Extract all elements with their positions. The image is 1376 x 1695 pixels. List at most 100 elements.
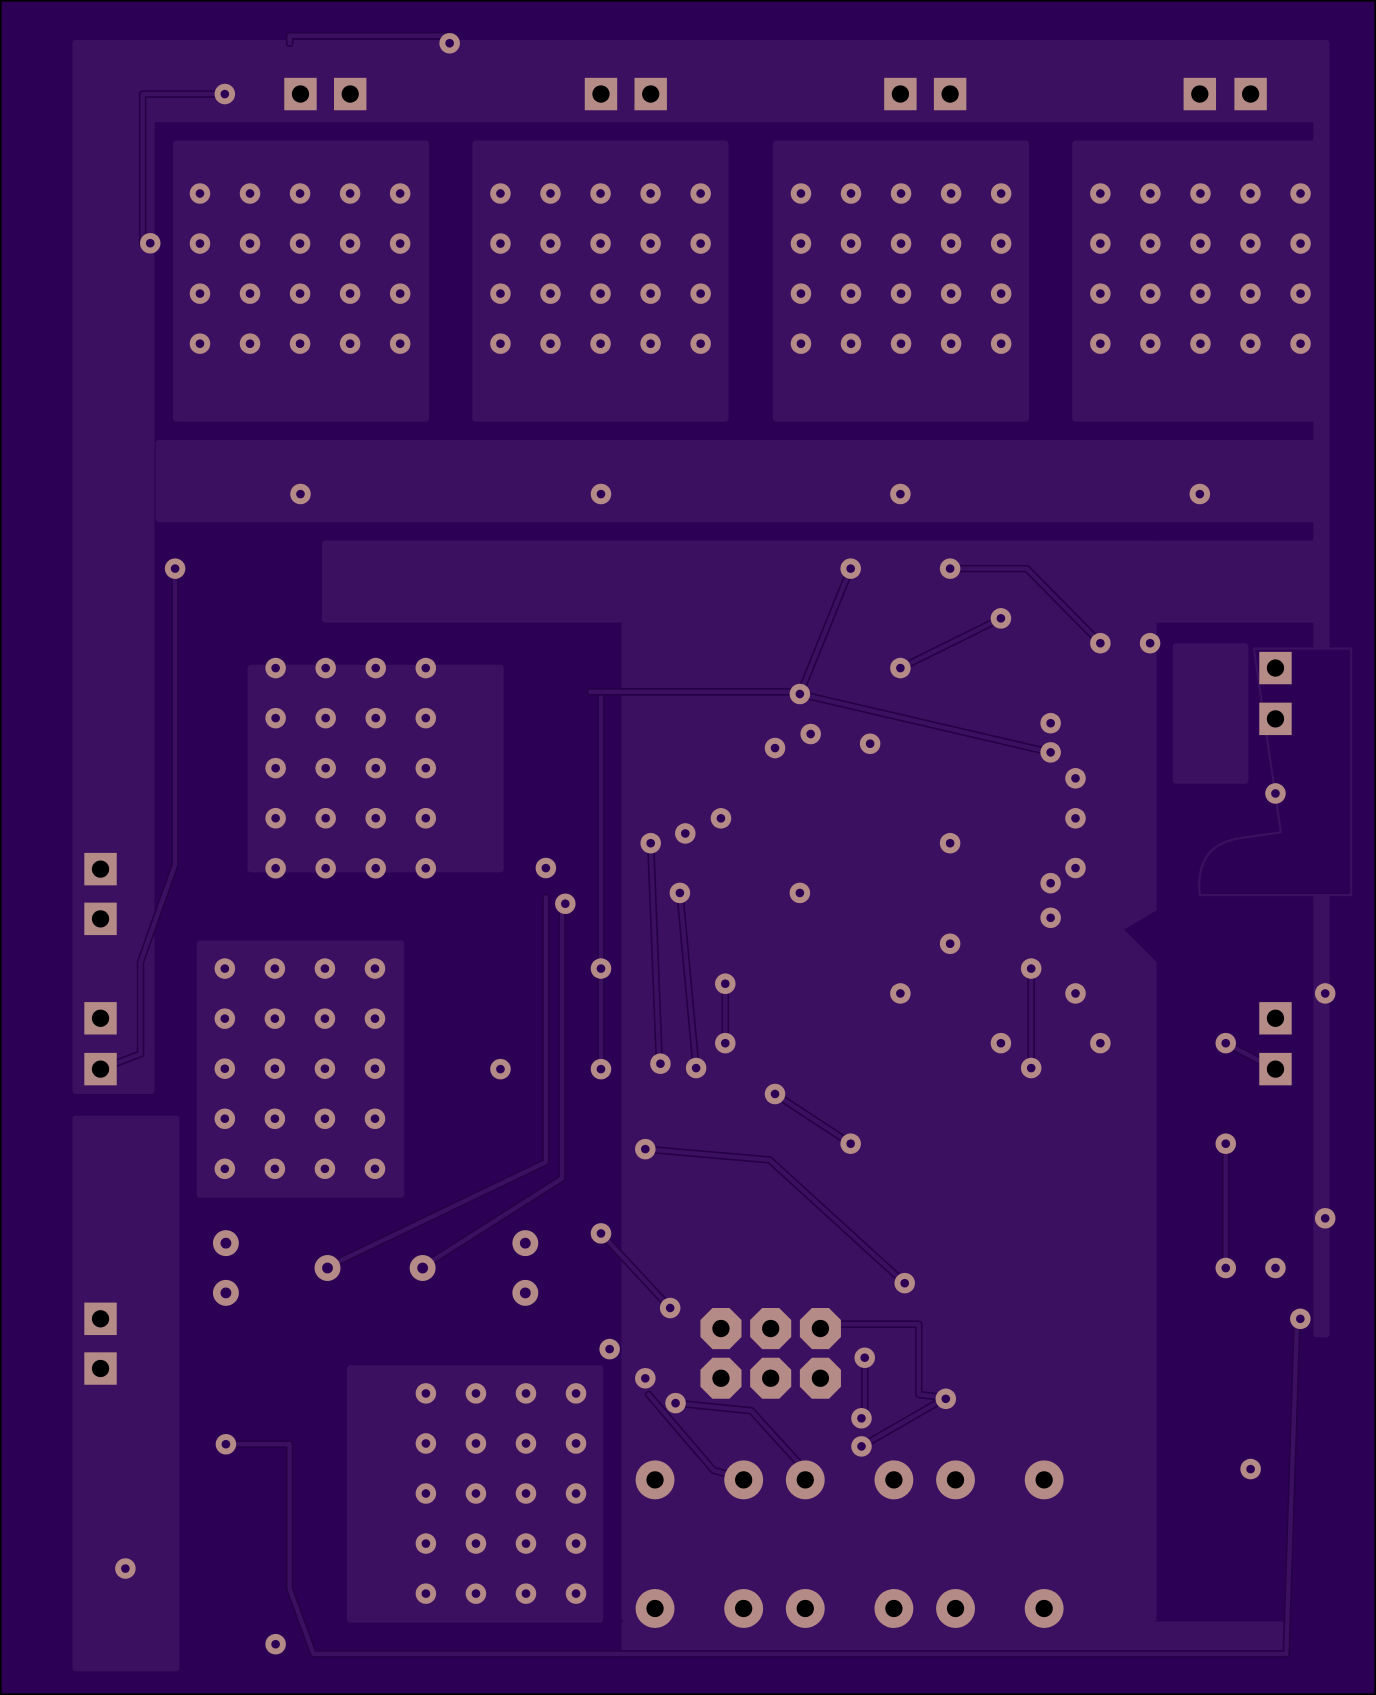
block1-via-hole — [245, 239, 255, 248]
block6-via-hole — [220, 1014, 230, 1023]
square-pad-hole — [91, 1060, 110, 1078]
pads-layer — [84, 32, 1336, 1655]
octagon-header-pad-hole — [811, 1319, 830, 1338]
block3-via-hole — [996, 189, 1006, 198]
block6-pour — [196, 940, 405, 1198]
via-hole — [640, 1144, 650, 1154]
block6-via-hole — [220, 964, 230, 973]
square-pad-hole — [1266, 1009, 1285, 1027]
octagon-header-pad-hole — [811, 1369, 830, 1387]
center-pour — [621, 540, 1157, 1622]
via-hole — [1320, 989, 1330, 998]
block4-via-hole — [1146, 339, 1155, 348]
octagon-header-pad-hole — [712, 1319, 730, 1338]
via-hole — [1221, 1038, 1231, 1048]
via-hole — [896, 489, 905, 499]
block4-via-hole — [1296, 289, 1305, 298]
through-hole-pad-hole — [220, 1237, 232, 1249]
block3-pour — [772, 140, 1030, 422]
block3-via-hole — [796, 339, 806, 348]
block5-via-hole — [371, 813, 381, 823]
via-hole — [945, 838, 955, 848]
block1-via-hole — [295, 339, 305, 348]
square-pad-hole — [891, 85, 910, 103]
large-round-pad-hole — [646, 1599, 664, 1618]
block2-via-hole — [696, 239, 705, 248]
block6-via-hole — [370, 1114, 380, 1124]
block2-via-hole — [496, 289, 505, 298]
copper-pours — [72, 39, 1353, 1672]
block7-via-hole — [471, 1589, 481, 1598]
block3-via-hole — [946, 239, 956, 248]
via-hole — [1296, 1314, 1305, 1324]
trace-14 — [325, 895, 549, 1270]
block3-via-hole — [896, 339, 906, 348]
via-hole — [1026, 964, 1036, 973]
block4-via-hole — [1246, 189, 1255, 198]
via-hole — [945, 939, 955, 949]
via-hole — [1246, 1464, 1255, 1474]
block4-via-hole — [1196, 289, 1205, 298]
large-round-pad-hole — [946, 1471, 965, 1489]
block2-via-hole — [546, 189, 555, 198]
through-hole-pad-hole — [519, 1287, 531, 1299]
via-hole — [1195, 489, 1205, 499]
block4-via-hole — [1296, 189, 1305, 198]
via-hole — [1271, 1263, 1280, 1273]
block1-via-hole — [195, 189, 205, 198]
square-pad-hole — [941, 85, 959, 103]
via-hole — [1096, 638, 1105, 648]
trace-3 — [797, 566, 853, 697]
block1-via-hole — [245, 339, 255, 348]
block1-via-hole — [345, 339, 355, 348]
block1-via-hole — [345, 239, 355, 248]
block1-via-hole — [395, 189, 405, 198]
block2-via-hole — [496, 189, 505, 198]
via-hole — [271, 1639, 280, 1649]
trace-13 — [223, 1316, 1300, 1657]
via-hole — [671, 1398, 680, 1408]
block5-via-hole — [371, 713, 381, 723]
block1-via-hole — [395, 289, 405, 298]
via-hole — [640, 1373, 650, 1383]
block2-via-hole — [596, 189, 605, 198]
block7-via-hole — [521, 1489, 531, 1498]
via-hole — [596, 489, 606, 499]
block1-via-hole — [245, 189, 255, 198]
block2-via-hole — [646, 189, 655, 198]
via-hole — [945, 564, 955, 573]
block3-via-hole — [996, 289, 1006, 298]
square-pad-hole — [91, 910, 110, 928]
via-hole — [865, 739, 875, 749]
block6-via-hole — [320, 1164, 330, 1174]
via-hole — [170, 564, 180, 573]
via-hole — [720, 979, 730, 989]
copper-traces — [96, 31, 1301, 1658]
block6-via-hole — [370, 1014, 380, 1023]
block3-via-hole — [996, 239, 1006, 248]
block6-via-hole — [270, 1164, 280, 1174]
via-hole — [795, 689, 805, 699]
block7-via-hole — [571, 1439, 581, 1448]
via-hole — [691, 1063, 701, 1073]
via-hole — [220, 89, 230, 99]
block2-via-hole — [696, 339, 705, 348]
square-pad-hole — [91, 1009, 110, 1027]
via-hole — [996, 1038, 1006, 1048]
top-strip-pour — [72, 39, 1330, 123]
block4-via-hole — [1246, 289, 1255, 298]
block6-via-hole — [370, 964, 380, 973]
trace-6 — [947, 566, 1103, 646]
left-bottom-pour — [72, 1115, 180, 1672]
block7-via-hole — [571, 1489, 581, 1498]
trace-8 — [677, 890, 699, 1071]
via-hole — [145, 238, 155, 248]
via-hole — [1046, 748, 1055, 757]
block6-via-hole — [320, 1014, 330, 1023]
octagon-header-pad-hole — [762, 1319, 780, 1338]
large-round-pad-hole — [735, 1599, 753, 1618]
large-round-pad-hole — [796, 1471, 814, 1489]
block7-via-hole — [421, 1389, 431, 1398]
square-pad-hole — [642, 85, 660, 103]
block1-via-hole — [295, 189, 305, 198]
